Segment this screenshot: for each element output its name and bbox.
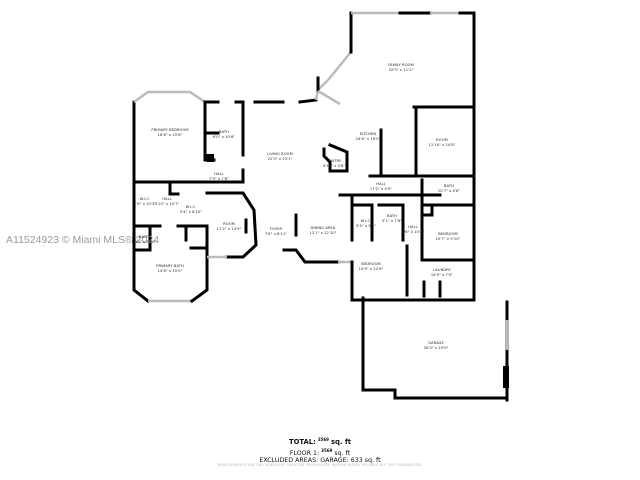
excluded-areas: EXCLUDED AREAS: GARAGE: 633 sq. ft (259, 457, 381, 465)
area-summary: TOTAL: 3569 sq. ft FLOOR 1: 3569 sq. ft … (0, 436, 640, 465)
walls-west-wing (132, 90, 258, 304)
floor-1-area: FLOOR 1: 3569 sq. ft (289, 447, 351, 457)
measurement-disclaimer: MEASUREMENTS ARE CALCULATED BY CUBICASA … (217, 463, 423, 467)
walls-central (244, 11, 476, 302)
walls-garage (361, 296, 509, 402)
room-label-wic: W.I.C.5'4" x 6'10" (179, 205, 203, 214)
room-label-wic: W.I.C.5'5" x 5'4" (356, 219, 376, 228)
room-label-wic: W.I.C.4'9" x 10'3" (133, 197, 157, 206)
total-area: TOTAL: 3569 sq. ft (288, 437, 352, 446)
mls-watermark: A11524923 © Miami MLS® 2024 (6, 234, 160, 246)
